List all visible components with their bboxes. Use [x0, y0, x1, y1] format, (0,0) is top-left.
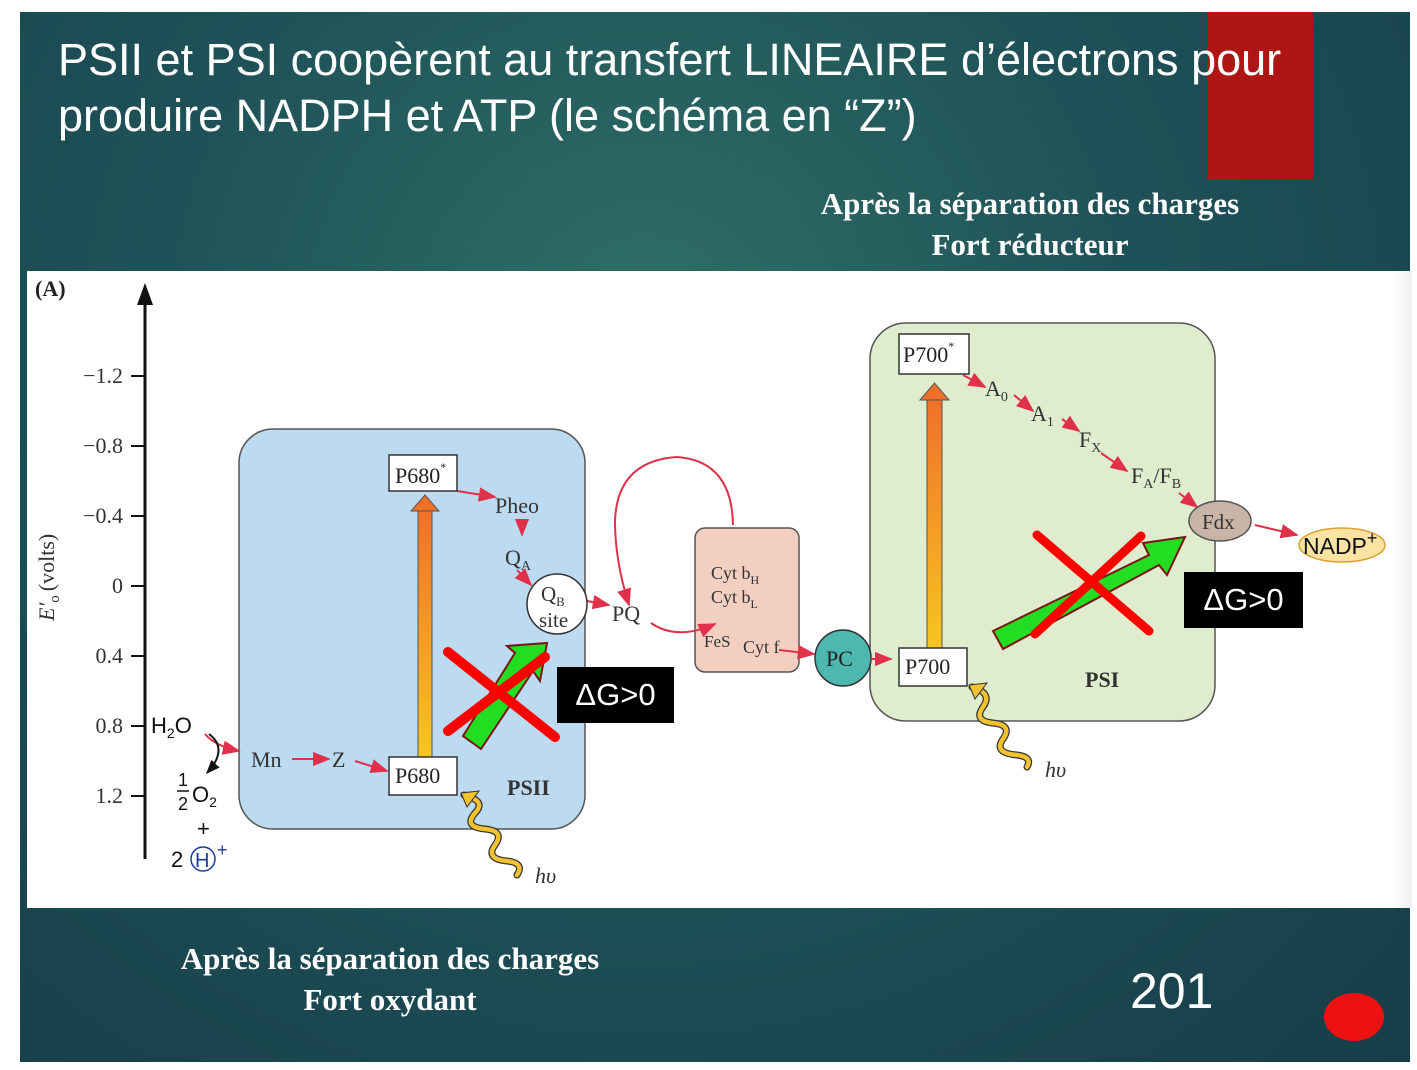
proton-count: 2: [171, 847, 183, 872]
p680-star-label: P680*: [395, 460, 446, 488]
qb-site-label: site: [539, 608, 568, 632]
psi-excitation-arrow: [918, 382, 951, 649]
qb-site-circle: [526, 573, 588, 635]
nadp-ellipse: [1298, 527, 1386, 563]
cytochrome-b6f-box: [694, 527, 800, 673]
tick-label: −0.8: [83, 433, 123, 458]
proton-charge: +: [217, 840, 228, 860]
proton-label: H: [195, 850, 209, 872]
potential-axis: [131, 283, 153, 859]
tick-label: −1.2: [83, 363, 123, 388]
tick-label: 1.2: [96, 783, 124, 808]
psii-label: PSII: [507, 775, 550, 800]
tick-label: 0.8: [96, 713, 124, 738]
figure-edge-fade: [1392, 271, 1412, 908]
p700-star-label: P700*: [903, 339, 954, 367]
pc-label: PC: [826, 646, 853, 671]
uphill-arrow-icon-2: [991, 535, 1187, 651]
hv-psii-label: hυ: [535, 863, 556, 888]
z-scheme-figure: (A) −1.2 −0.8 −0.4 0 0.4 0.8 1.2 E′o(vol…: [27, 271, 1412, 908]
p700-box: [898, 647, 968, 687]
tick-label: 0: [112, 573, 123, 598]
delta-g-label-2: ΔG>0: [1184, 572, 1303, 628]
cross-icon-2: [1030, 530, 1154, 639]
electron-flow-arrows: [204, 372, 1299, 774]
cyt-bl-label: Cyt bL: [711, 587, 758, 611]
caption-bottom: Après la séparation des charges Fort oxy…: [100, 938, 680, 1020]
panel-label: (A): [35, 276, 66, 301]
red-dot-marker: [1324, 993, 1384, 1041]
pq-label: PQ: [612, 601, 640, 626]
a1-label: A1: [1031, 401, 1054, 430]
proton-circle: [190, 846, 216, 872]
axis-title: E′o(volts): [34, 534, 63, 622]
half-numerator: 1: [178, 770, 188, 790]
water-group: H2O 1 2 O2 + 2 H +: [151, 713, 228, 872]
h2o-label: H2O: [151, 713, 192, 741]
delta-g-label-1: ΔG>0: [557, 667, 674, 723]
qb-label: QB: [541, 582, 565, 609]
psi-label: PSI: [1085, 667, 1119, 692]
p680-label: P680: [395, 763, 440, 788]
caption-bottom-line-2: Fort oxydant: [303, 982, 477, 1017]
a0-label: A0: [985, 376, 1008, 405]
water-oxidation-arrow: [206, 733, 220, 775]
hv-psi-label: hυ: [1045, 757, 1066, 782]
p700-star-box: [898, 333, 970, 375]
mn-label: Mn: [251, 747, 282, 772]
slide-title: PSII et PSI coopèrent au transfert LINEA…: [58, 32, 1398, 144]
tick-label: 0.4: [96, 643, 124, 668]
caption-top-line-1: Après la séparation des charges: [820, 186, 1240, 221]
cytf-label: Cyt f: [743, 637, 780, 657]
cyt-bh-label: Cyt bH: [711, 563, 760, 587]
psii-box: [238, 428, 586, 830]
plus-sign: +: [197, 816, 210, 841]
psii-excitation-arrow: [409, 494, 441, 758]
red-corner-tab: [1207, 12, 1313, 180]
z-label: Z: [332, 747, 345, 772]
plastocyanin-circle: [814, 629, 872, 687]
cross-icon-1: [443, 647, 560, 742]
p700-label: P700: [905, 654, 950, 679]
title-line-2: produire NADPH et ATP (le schéma en “Z”): [58, 90, 917, 141]
caption-top: Après la séparation des charges Fort réd…: [740, 183, 1320, 265]
p680-box: [388, 756, 458, 796]
ferredoxin-ellipse: [1188, 500, 1252, 542]
title-line-1: PSII et PSI coopèrent au transfert LINEA…: [58, 34, 1282, 85]
fx-label: FX: [1079, 427, 1101, 456]
o2-label: O2: [192, 782, 217, 810]
caption-top-line-2: Fort réducteur: [931, 227, 1129, 262]
page-number: 201: [1130, 963, 1214, 1019]
fa-fb-label: FA/FB: [1131, 463, 1181, 492]
caption-bottom-line-1: Après la séparation des charges: [180, 941, 600, 976]
p680-star-box: [388, 454, 458, 492]
qa-label: QA: [505, 545, 532, 574]
tick-label: −0.4: [83, 503, 123, 528]
fes-label: FeS: [704, 632, 730, 651]
half-denominator: 2: [178, 794, 188, 814]
fdx-label: Fdx: [1202, 510, 1235, 534]
pheo-label: Pheo: [495, 493, 539, 518]
nadp-label: NADP+: [1303, 528, 1377, 559]
